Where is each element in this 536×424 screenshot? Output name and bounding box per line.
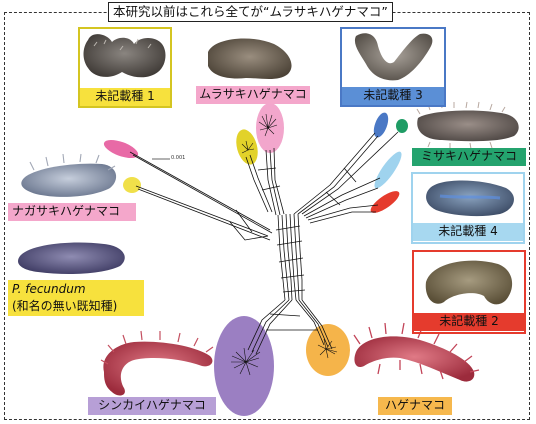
clade-ellipse-murasaki [256,103,284,153]
clade-ellipse-fecundum [123,177,141,193]
box-undescribed-2 [412,250,526,334]
label-undescribed-1: 未記載種 1 [80,88,170,106]
label-undescribed-2: 未記載種 2 [414,313,524,331]
label-fecundum: P. fecundum (和名の無い既知種) [8,280,144,316]
clade-ellipse-nagasaki [103,139,139,159]
photo-nagasaki [21,153,117,197]
cluster-tips [231,113,338,376]
label-nagasaki: ナガサキハゲナマコ [8,203,136,221]
label-fecundum-latin: P. fecundum [12,282,86,296]
label-undescribed-3: 未記載種 3 [342,87,444,105]
clade-ellipse-misaki [396,119,408,133]
clade-ellipse-undescribed-1 [236,129,258,165]
photo-undescribed-1 [83,34,166,78]
photo-undescribed-3 [354,33,433,81]
photo-murasaki [208,38,292,79]
label-hagenamako: ハゲナマコ [378,397,452,415]
figure-title: 本研究以前はこれら全てが“ムラサキハゲナマコ” [108,2,393,22]
label-misaki: ミサキハゲナマコ [412,148,526,166]
photo-shinkai [100,330,214,396]
label-undescribed-4: 未記載種 4 [413,223,523,241]
label-shinkai: シンカイハゲナマコ [88,397,216,415]
clade-ellipse-undescribed-3 [373,112,389,138]
photo-misaki [416,101,519,150]
box-undescribed-3 [340,27,446,107]
scale-label: 0.001 [171,155,186,161]
box-undescribed-4 [411,172,525,244]
label-fecundum-note: (和名の無い既知種) [12,299,118,313]
photo-undescribed-2 [425,260,513,305]
clade-ellipse-undescribed-4 [374,151,402,189]
photo-fecundum [18,242,125,274]
clade-ellipse-undescribed-2 [370,191,400,213]
photo-undescribed-4 [426,180,514,217]
box-undescribed-1 [78,27,172,108]
network-edges [129,131,399,355]
label-murasaki: ムラサキハゲナマコ [196,86,310,104]
